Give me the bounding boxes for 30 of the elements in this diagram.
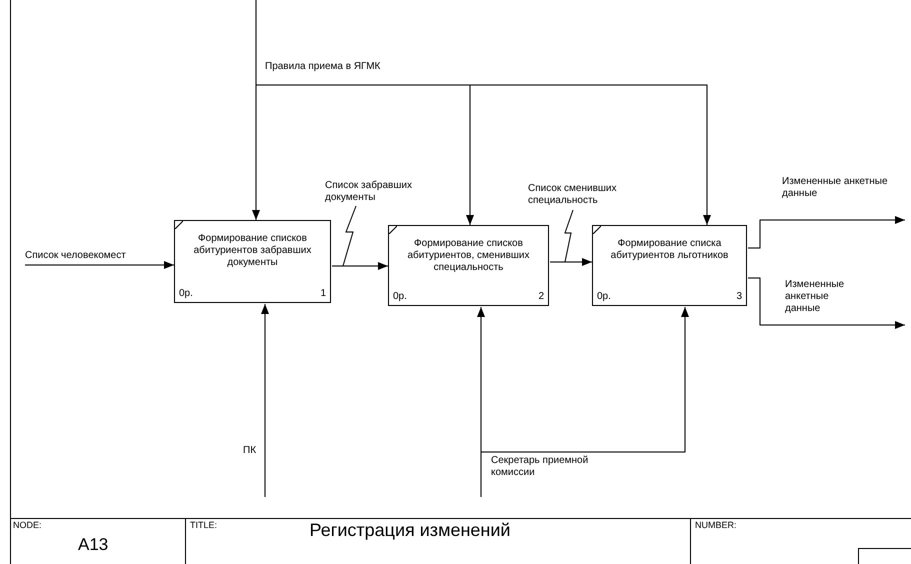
cost-text: 0р. xyxy=(179,288,193,299)
box-number: 1 xyxy=(320,288,326,299)
field-caption: NUMBER: xyxy=(695,520,737,530)
arrow xyxy=(261,304,269,498)
box-number: 3 xyxy=(736,291,742,302)
box-text: Формирование списков абитуриентов забравших документы xyxy=(192,233,312,269)
arrow xyxy=(477,306,485,498)
arrow xyxy=(748,278,906,329)
arrow xyxy=(24,261,174,269)
arrow xyxy=(332,206,388,270)
box-text: Формирование списков абитуриентов, сменивших специальность xyxy=(406,238,531,274)
box-text: Формирование списка абитуриентов льготников xyxy=(610,238,730,262)
arrow xyxy=(550,210,592,266)
box-number: 2 xyxy=(538,291,544,302)
cost-text: 0р. xyxy=(393,291,407,302)
arrow xyxy=(748,216,906,248)
node-number: A13 xyxy=(78,535,108,555)
diagram-title: Регистрация изменений xyxy=(308,520,512,541)
edge-label: Измененные анкетные данные xyxy=(785,279,845,315)
process-box xyxy=(592,225,747,306)
cost-text: 0р. xyxy=(597,291,611,302)
field-caption: TITLE: xyxy=(190,520,218,530)
arrow xyxy=(480,306,689,452)
arrow xyxy=(256,84,474,226)
arrow xyxy=(470,84,711,226)
edge-label: Правила приема в ЯГМК xyxy=(265,61,380,73)
arrow xyxy=(252,0,260,220)
process-box xyxy=(388,225,549,306)
field-caption: NODE: xyxy=(13,520,42,530)
process-box xyxy=(174,220,331,303)
